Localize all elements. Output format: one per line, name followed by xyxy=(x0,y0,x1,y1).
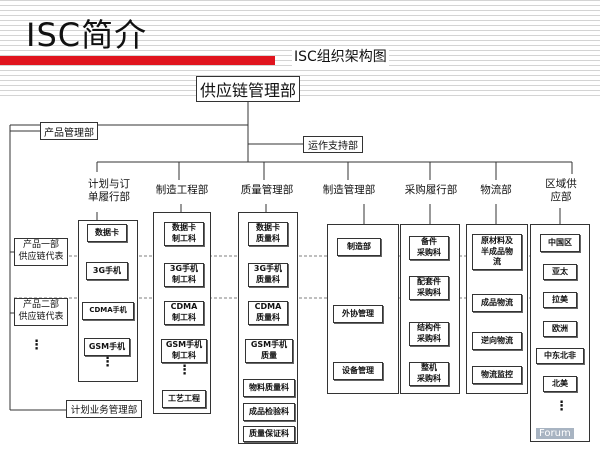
item-cdma-mfg: CDMA 制工科 xyxy=(164,301,204,325)
item-data-card-mfg: 数据卡 制工科 xyxy=(164,222,204,246)
item-apac: 亚太 xyxy=(543,264,577,280)
item-spares-proc: 备件 采购科 xyxy=(409,236,449,260)
item-gsm-mfg: GSM手机 制工科 xyxy=(161,339,207,363)
item-complete-unit-proc: 整机 采购科 xyxy=(409,362,449,386)
item-3g-qa: 3G手机 质量科 xyxy=(248,263,288,287)
item-process-eng: 工艺工程 xyxy=(162,390,206,408)
col0-ellipsis: ⋮ xyxy=(101,355,114,370)
item-reverse-logistics: 逆向物流 xyxy=(472,332,522,350)
chart-subtitle: ISC组织架构图 xyxy=(292,46,389,66)
root-supply-chain-dept: 供应链管理部 xyxy=(196,76,300,102)
item-product-inspection: 成品检验科 xyxy=(243,403,295,421)
product-line-1-rep: 产品一部 供应链代表 xyxy=(14,238,68,266)
item-equipment: 设备管理 xyxy=(333,362,383,380)
item-data-card-qa: 数据卡 质量科 xyxy=(248,222,288,246)
dept-logistics: 物流部 xyxy=(472,182,520,200)
item-cdma-phone: CDMA手机 xyxy=(82,302,134,320)
item-accessory-proc: 配套件 采购科 xyxy=(409,276,449,300)
item-north-america: 北美 xyxy=(543,376,577,392)
item-data-card: 数据卡 xyxy=(87,224,127,242)
dept-mfg-mgmt: 制造管理部 xyxy=(315,182,383,200)
item-raw-material-logistics: 原材料及 半成品物 流 xyxy=(472,234,522,270)
watermark: Forum xyxy=(536,428,574,439)
regional-column xyxy=(530,224,590,442)
product-line-2-rep: 产品二部 供应链代表 xyxy=(14,298,68,326)
dept-quality: 质量管理部 xyxy=(233,182,301,200)
item-latam: 拉美 xyxy=(543,292,577,308)
dept-regional: 区域供 应部 xyxy=(538,176,584,206)
item-cdma-qa: CDMA 质量科 xyxy=(248,301,288,325)
item-europe: 欧洲 xyxy=(543,321,577,337)
item-logistics-monitor: 物流监控 xyxy=(472,366,522,384)
col6-ellipsis: ⋮ xyxy=(555,399,568,414)
col1-ellipsis: ⋮ xyxy=(178,363,191,378)
item-3g-mfg: 3G手机 制工科 xyxy=(164,263,204,287)
plan-business-dept: 计划业务管理部 xyxy=(66,400,142,418)
item-manufacturing: 制造部 xyxy=(337,238,381,256)
item-quality-assurance: 质量保证科 xyxy=(243,426,295,442)
title-accent-bar xyxy=(0,56,275,65)
item-3g-phone: 3G手机 xyxy=(86,262,128,280)
dept-mfg-eng: 制造工程部 xyxy=(148,182,216,200)
page-title: ISC简介 xyxy=(26,16,148,54)
item-outsourcing: 外协管理 xyxy=(333,305,383,323)
ops-support-dept: 运作支持部 xyxy=(303,136,363,153)
item-mena: 中东北非 xyxy=(536,348,584,364)
side-ellipsis: ⋮ xyxy=(30,338,43,353)
dept-plan-order: 计划与订 单履行部 xyxy=(78,174,140,208)
dept-procurement: 采购履行部 xyxy=(398,182,464,200)
item-product-logistics: 成品物流 xyxy=(472,294,522,312)
item-gsm-qa: GSM手机 质量 xyxy=(245,339,293,363)
product-mgmt-dept: 产品管理部 xyxy=(40,122,98,140)
item-gsm-phone: GSM手机 xyxy=(84,338,130,356)
item-china-region: 中国区 xyxy=(540,234,580,252)
item-structural-proc: 结构件 采购科 xyxy=(409,322,449,346)
item-material-qa: 物料质量科 xyxy=(243,379,295,397)
